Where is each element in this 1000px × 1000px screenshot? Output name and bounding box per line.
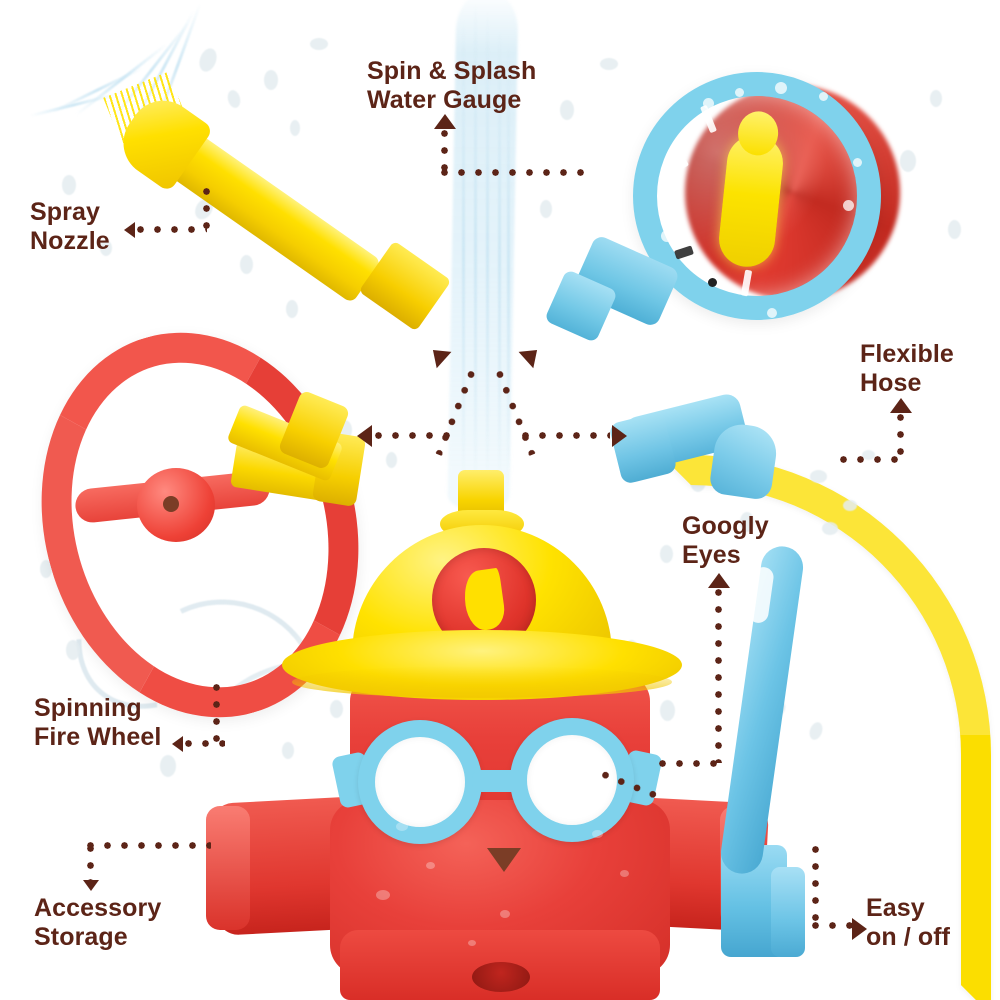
spinning-fire-wheel-part [0, 294, 403, 756]
water-droplet [386, 452, 397, 468]
water-droplet [330, 700, 343, 718]
water-droplet [930, 90, 942, 107]
spray-streak [474, 4, 477, 494]
label-accessory-storage: Accessory Storage [34, 894, 162, 951]
hydrant-base-cap [472, 962, 530, 992]
spray-streak [507, 48, 510, 488]
water-droplet [810, 470, 827, 483]
arrow-accessory-storage-down [83, 880, 99, 891]
water-bead [376, 890, 390, 900]
leader-flexible-hose-vertical [897, 414, 904, 460]
water-droplet [600, 58, 618, 70]
label-spin-splash-water-gauge: Spin & Splash Water Gauge [367, 57, 537, 114]
water-bead [620, 870, 629, 877]
water-bead [500, 910, 510, 918]
arrow-center-upleft [425, 341, 452, 369]
fire-wheel-hub-hole [163, 496, 179, 512]
on-off-lever-part [715, 543, 835, 965]
label-easy-on-off: Easy on / off [866, 894, 951, 951]
spray-streak [498, 30, 501, 490]
leader-accessory-storage-vertical [87, 845, 94, 885]
gauge-water-bead [843, 200, 854, 211]
spray-streak [486, 12, 489, 492]
helmet-brim-lip [292, 666, 672, 698]
label-spinning-fire-wheel: Spinning Fire Wheel [34, 694, 162, 751]
lever-foot-back [771, 867, 805, 957]
arrow-googly-eyes-up [708, 573, 730, 588]
label-spray-nozzle: Spray Nozzle [30, 198, 110, 255]
water-droplet [843, 500, 857, 511]
leader-spray-nozzle-horizontal [137, 226, 207, 233]
gauge-water-bead [853, 158, 862, 167]
hydrant-nose [487, 848, 521, 872]
arrow-spin-splash-up [434, 114, 456, 129]
water-droplet [290, 120, 300, 136]
leader-googly-eyes-vertical [715, 589, 722, 763]
water-droplet [264, 70, 278, 90]
arrow-spinning-fire-wheel-left [172, 736, 183, 752]
leader-easy-on-off-horizontal [812, 922, 854, 929]
flexible-hose-part [608, 391, 1000, 1000]
label-flexible-hose: Flexible Hose [860, 340, 954, 397]
water-droplet [196, 45, 220, 75]
water-droplet [160, 755, 176, 777]
water-droplet [310, 38, 328, 50]
water-bead [426, 862, 435, 869]
water-bead [592, 830, 603, 838]
flame-icon [461, 567, 507, 633]
gauge-screw [708, 278, 717, 287]
gauge-water-bead [767, 308, 777, 318]
water-droplet [282, 742, 294, 759]
leader-flexible-hose-horizontal [840, 456, 902, 463]
water-droplet [862, 450, 875, 460]
goggle-rim-left [358, 720, 482, 844]
leader-googly-eyes-horizontal [659, 760, 719, 767]
leader-spray-nozzle-vertical [203, 188, 210, 230]
gauge-water-bead [667, 190, 677, 200]
leader-spin-splash-vertical [441, 130, 448, 174]
water-droplet [900, 150, 916, 172]
arrow-center-upright [518, 341, 545, 369]
arrow-flexible-hose-up [890, 398, 912, 413]
leader-center-right [522, 432, 610, 439]
fire-hydrant-toy-body [200, 470, 800, 1000]
water-bead [468, 940, 476, 946]
water-droplet [40, 560, 52, 578]
water-droplet [286, 300, 298, 318]
water-droplet [948, 220, 961, 239]
water-droplet [540, 200, 552, 218]
water-droplet [66, 640, 80, 660]
water-droplet [62, 175, 76, 195]
leader-center-left [375, 432, 453, 439]
gauge-water-bead [819, 92, 828, 101]
goggle-bridge [472, 770, 524, 792]
gauge-water-bead [661, 230, 673, 242]
arrow-spray-nozzle-left [124, 222, 135, 238]
gauge-water-bead [735, 88, 744, 97]
leader-spin-splash-horizontal [441, 169, 589, 176]
spray-streak [462, 20, 465, 490]
leader-fire-wheel-horizontal [185, 740, 225, 747]
water-droplet [100, 240, 112, 256]
arrow-easy-on-off-right [852, 918, 867, 940]
water-droplet [560, 100, 574, 120]
spray-nozzle-part [103, 71, 460, 332]
gauge-water-bead [775, 82, 787, 94]
leader-fire-wheel-vertical [213, 684, 220, 742]
leader-accessory-storage-horizontal [87, 842, 211, 849]
water-droplet [240, 255, 253, 274]
water-droplet [822, 522, 838, 535]
leader-easy-on-off-vertical [812, 846, 819, 926]
water-bead [396, 822, 408, 831]
label-googly-eyes: Googly Eyes [682, 512, 769, 569]
arrow-center-right [612, 425, 627, 447]
accessory-storage-rim [206, 806, 250, 930]
arrow-center-left [357, 425, 372, 447]
spin-and-splash-water-gauge [544, 30, 985, 360]
gauge-water-bead [703, 98, 714, 109]
